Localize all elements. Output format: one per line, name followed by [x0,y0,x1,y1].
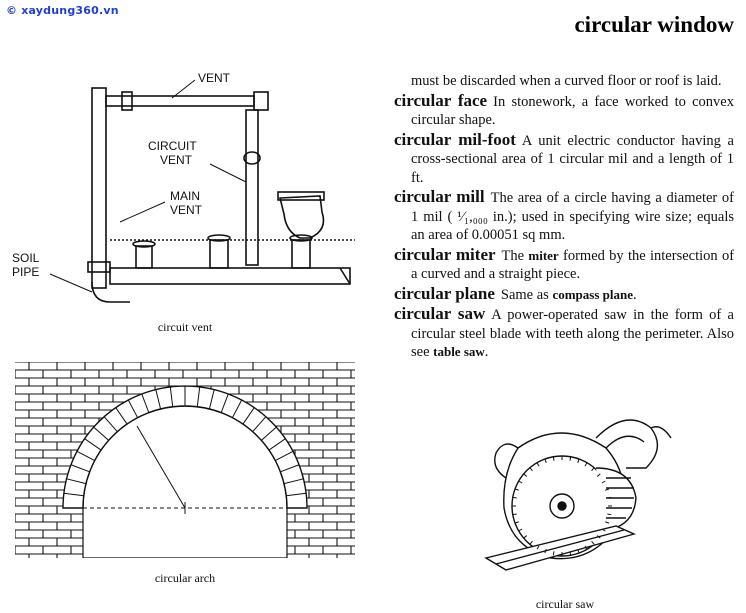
caption-circular-arch: circular arch [154,571,216,585]
definition: A unit electric conductor having a cross… [411,132,734,186]
saw-tooth [601,480,606,484]
saw-tooth [512,513,517,516]
definition: Same as [500,286,549,303]
saw-tooth [544,549,547,554]
voussoir-joint [280,464,300,473]
definition-tail: . [484,344,489,360]
voussoir-joint [196,386,201,407]
voussoir-joint [268,438,286,451]
definitions-column: must be discarded when a curved floor or… [394,72,734,363]
saw-tooth [552,456,555,461]
saw-tooth [569,551,572,556]
entry-circular-plane: circular plane Same as compass plane. [394,283,734,305]
definition: The [501,247,525,264]
definition: The area of a circle having a diameter o… [411,190,734,243]
saw-tooth [544,458,547,463]
running-head: circular window [574,12,734,37]
voussoir-joint [63,492,84,497]
saw-tooth [584,545,588,550]
voussoir-joint [283,478,304,485]
circuit-vent-illustration: VENT CIRCUIT VENT MAIN VENT SOIL PIPE [12,71,355,303]
term: circular mil-foot [394,129,516,149]
saw-tooth [596,535,601,539]
label-soil-pipe: SOIL [12,251,40,265]
saw-tooth [591,467,595,472]
voussoir-joint [242,407,255,425]
saw-tooth [518,528,523,532]
voussoir-joint [275,450,294,462]
saw-tooth [523,473,528,477]
saw-tooth [577,549,580,554]
label-main-vent-2: VENT [170,203,203,217]
definition: In stonework, a face worked to convex ci… [411,93,734,129]
voussoir-joint [220,393,229,413]
voussoir-joint [66,478,87,485]
definition: A power-operated saw in the form of a ci… [411,307,734,360]
voussoir-joint [286,492,307,497]
definition-tail: . [633,286,637,303]
saw-tooth [518,480,523,484]
voussoir-joint [93,426,109,441]
voussoir-joint [208,389,215,410]
label-circuit-vent: CIRCUIT [148,139,197,153]
saw-tooth [569,456,572,461]
voussoir-joint [84,438,102,451]
voussoir-joint [115,407,128,425]
term: circular saw [394,304,486,323]
saw-tooth [596,473,601,477]
saw-tooth [607,496,612,499]
saw-tooth [529,467,533,472]
saw-tooth [536,462,540,467]
saw-tooth [607,513,612,516]
label-circuit-vent-2: VENT [160,153,193,167]
saw-tooth [605,521,610,524]
saw-tooth [512,496,517,499]
voussoir-joint [70,464,90,473]
saw-tooth [584,462,588,467]
voussoir-joint [252,416,267,432]
saw-tooth [514,521,519,524]
label-main-vent: MAIN [170,189,200,203]
circular-arch-illustration [15,362,355,558]
voussoir-joint [155,389,162,410]
saw-tooth [523,535,528,539]
cross-reference: miter [528,247,559,263]
cross-reference: table saw [433,344,485,359]
circular-saw-illustration [484,419,672,571]
cross-reference: compass plane [552,286,633,302]
term: circular mill [394,187,485,206]
saw-tooth [601,528,606,532]
definition-tail: formed by the intersection of a curved a… [411,247,735,283]
voussoir-joint [127,399,139,418]
term: circular miter [394,244,496,264]
voussoir-joint [169,386,174,407]
saw-tooth [536,545,540,550]
voussoir-joint [231,399,243,418]
watermark: © xaydung360.vn [6,4,119,17]
saw-tooth [577,458,580,463]
continuation-text: must be discarded when a curved floor or… [411,73,722,89]
voussoir-joint [76,450,95,462]
caption-circuit-vent: circuit vent [157,320,213,334]
entry-circular-miter: circular miter The miter formed by the in… [394,244,735,284]
saw-tooth [529,540,533,545]
term: circular face [394,90,488,110]
label-vent: VENT [198,71,231,85]
voussoir-joint [261,426,277,441]
label-soil-pipe-2: PIPE [12,265,39,279]
saw-tooth [605,488,610,491]
voussoir-joint [103,416,118,432]
term: circular plane [394,283,495,303]
saw-tooth [552,551,555,556]
saw-tooth [514,488,519,491]
voussoir-joint [141,393,150,413]
saw-tooth [591,540,595,545]
caption-circular-saw: circular saw [535,597,595,611]
